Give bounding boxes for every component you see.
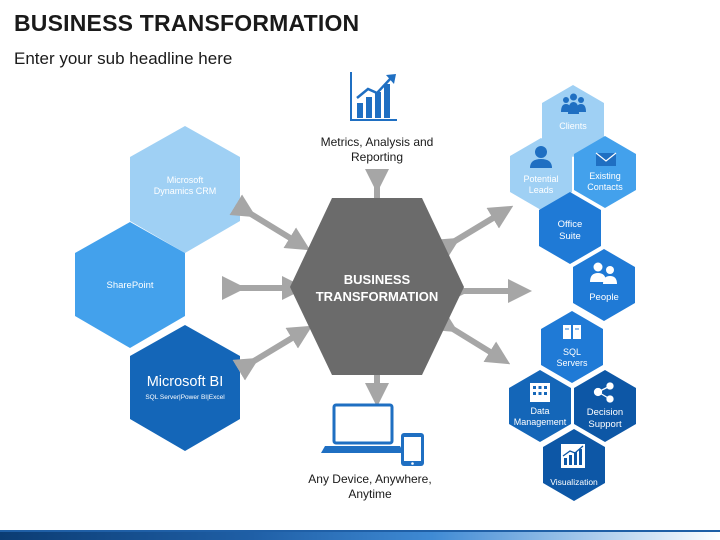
hex-sql-label-2: Servers: [556, 358, 588, 368]
center-label-2: TRANSFORMATION: [316, 289, 439, 304]
people-icon: [590, 262, 617, 284]
hex-office-label-1: Office: [558, 219, 583, 230]
arrow-lower-left: [232, 325, 313, 381]
hex-people-label: People: [589, 292, 619, 303]
hex-clients: Clients: [542, 85, 604, 157]
page-title: BUSINESS TRANSFORMATION: [14, 10, 360, 36]
hex-existing-label-1: Existing: [589, 171, 621, 181]
footer-bar: [0, 532, 720, 540]
hex-potential-label-2: Leads: [529, 185, 554, 195]
arrows: [222, 169, 532, 407]
hex-clients-label: Clients: [559, 121, 587, 131]
chart-icon: [561, 444, 585, 468]
envelope-icon: [595, 152, 617, 166]
hex-dynamics-label-1: Microsoft: [167, 175, 204, 185]
hex-bi-title: Microsoft BI: [147, 374, 224, 390]
arrow-lower-right: [431, 309, 511, 365]
center-hexagon: BUSINESS TRANSFORMATION: [290, 198, 464, 375]
hex-visualization: Visualization: [543, 429, 605, 501]
hex-decision-label-2: Support: [588, 419, 622, 430]
bottom-node-label-1: Any Device, Anywhere,: [308, 472, 431, 486]
hex-data-label-2: Management: [514, 417, 567, 427]
bar-chart-icon: [350, 72, 397, 121]
hex-people: People: [573, 249, 635, 321]
bottom-node-label-2: Anytime: [348, 487, 392, 501]
hex-visual-label: Visualization: [550, 477, 598, 487]
top-node-label-2: Reporting: [351, 150, 403, 164]
hex-decision-label-1: Decision: [587, 407, 623, 418]
arrow-upper-right: [433, 205, 514, 261]
footer-line: [0, 530, 720, 532]
center-label-1: BUSINESS: [344, 272, 411, 287]
hex-data-management: Data Management: [509, 370, 571, 442]
hex-microsoft-bi: Microsoft BI SQL Server|Power BI|Excel: [130, 325, 240, 451]
hex-sharepoint: SharePoint: [75, 222, 185, 348]
hex-sharepoint-label: SharePoint: [106, 280, 153, 291]
hex-dynamics-crm: Microsoft Dynamics CRM: [130, 126, 240, 253]
hex-office-suite: Office Suite: [539, 192, 601, 264]
hex-data-label-1: Data: [530, 406, 549, 416]
building-icon: [530, 383, 550, 402]
hex-office-label-2: Suite: [559, 231, 581, 242]
laptop-tablet-icon: [321, 403, 424, 466]
hex-sql-servers: SQL Servers: [541, 311, 603, 383]
network-icon: [593, 382, 614, 403]
hex-dynamics-label-2: Dynamics CRM: [154, 186, 217, 196]
hex-sql-label-1: SQL: [563, 347, 581, 357]
page-subtitle: Enter your sub headline here: [14, 49, 233, 68]
hex-existing-label-2: Contacts: [587, 182, 623, 192]
person-icon: [530, 146, 552, 168]
top-node-label-1: Metrics, Analysis and: [321, 135, 434, 149]
server-icon: [563, 325, 581, 339]
arrow-upper-left: [229, 194, 311, 251]
hex-bi-sub: SQL Server|Power BI|Excel: [145, 394, 225, 401]
hex-decision-support: Decision Support: [574, 370, 636, 442]
hex-potential-leads: Potential Leads: [510, 138, 572, 210]
hex-potential-label-1: Potential: [523, 174, 558, 184]
group-icon: [561, 93, 586, 114]
hex-existing-contacts: Existing Contacts: [574, 136, 636, 208]
